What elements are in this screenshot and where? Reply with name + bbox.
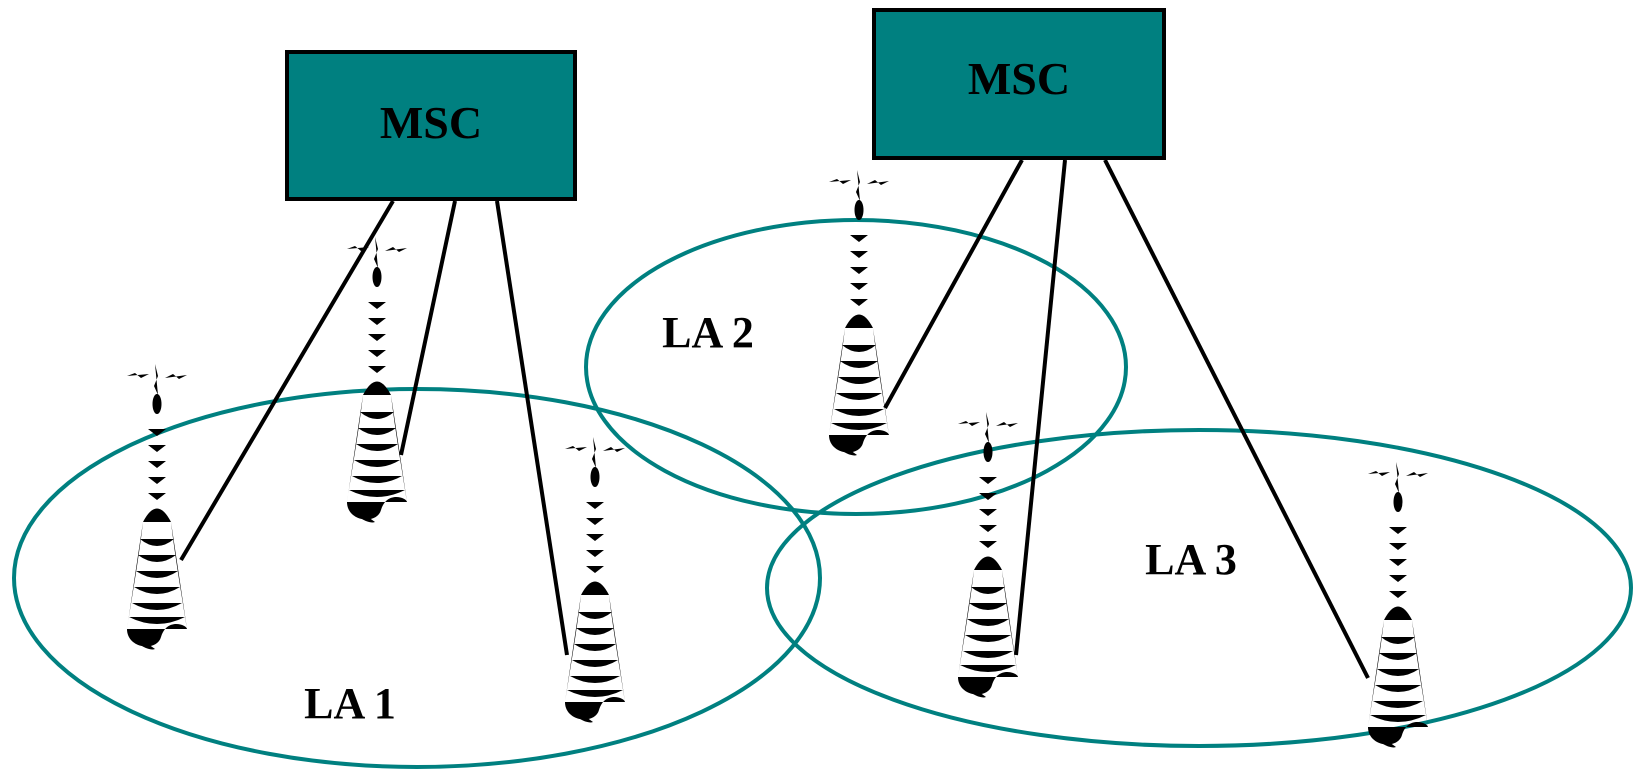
location-area-3-label: LA 3 bbox=[1145, 535, 1237, 584]
link-msc-right-tower-5 bbox=[1014, 159, 1067, 656]
link-msc-left-tower-2 bbox=[399, 200, 457, 456]
location-area-3-boundary bbox=[765, 428, 1633, 748]
cell-tower-icon bbox=[1368, 462, 1428, 748]
link-msc-left-tower-3 bbox=[495, 200, 569, 656]
link-msc-right-tower-6 bbox=[1103, 159, 1370, 679]
msc-left-label: MSC bbox=[380, 97, 482, 148]
location-area-1-label: LA 1 bbox=[304, 679, 396, 728]
msc-right-label: MSC bbox=[968, 53, 1070, 104]
location-area-2-boundary bbox=[584, 218, 1128, 516]
msc-left-node: MSC bbox=[285, 50, 577, 201]
msc-left-box bbox=[285, 50, 577, 201]
msc-right-box bbox=[872, 8, 1166, 160]
link-msc-left-tower-1 bbox=[179, 199, 395, 562]
msc-right-node: MSC bbox=[872, 8, 1166, 160]
cell-tower-icon bbox=[347, 237, 407, 523]
cell-tower-icon bbox=[127, 364, 187, 650]
cell-tower-icon bbox=[829, 170, 889, 456]
location-area-2-label: LA 2 bbox=[662, 308, 754, 357]
link-msc-right-tower-4 bbox=[883, 159, 1024, 409]
cell-tower-icon bbox=[565, 437, 625, 723]
